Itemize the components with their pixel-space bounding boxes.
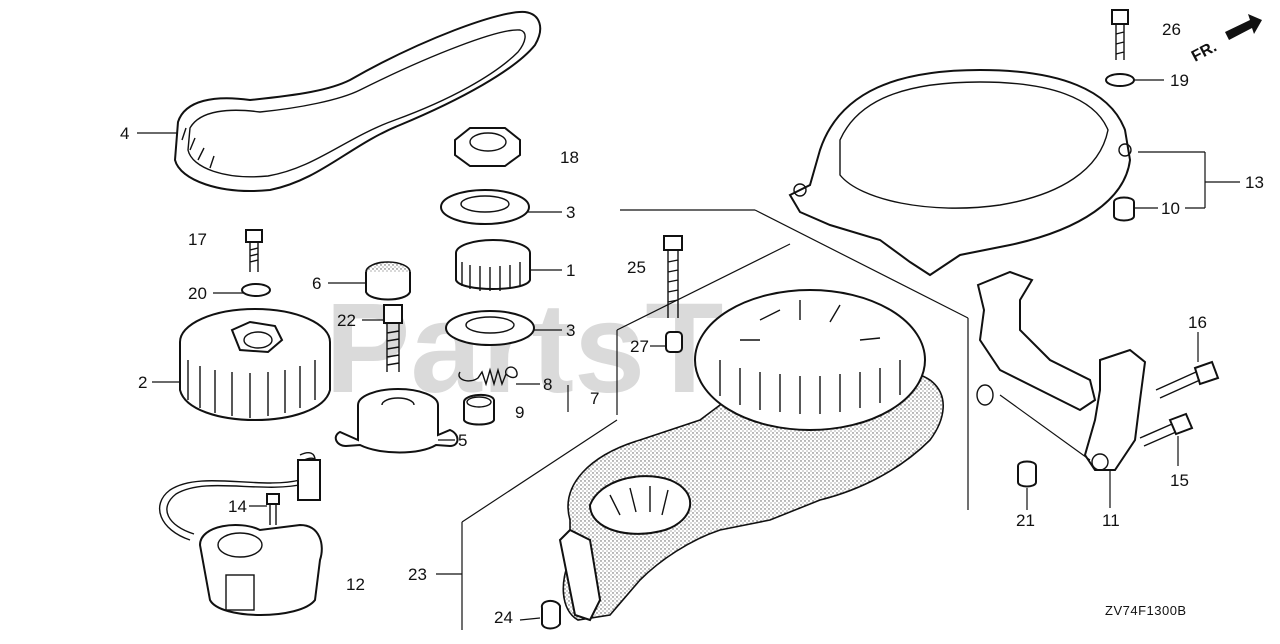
- bolt-part-17[interactable]: [245, 229, 263, 272]
- callout-6[interactable]: 6: [312, 274, 321, 293]
- callout-25[interactable]: 25: [627, 258, 646, 277]
- callouts: 1 2 3 3 4 5 6 7 8 9 10 11 12 13 14 15 16…: [120, 20, 1264, 627]
- collar-part[interactable]: [455, 239, 531, 291]
- callout-26[interactable]: 26: [1162, 20, 1181, 39]
- belt-part[interactable]: [173, 10, 542, 192]
- washer-part-lower[interactable]: [445, 310, 535, 346]
- callout-10[interactable]: 10: [1161, 199, 1180, 218]
- bolt-part-22[interactable]: [383, 304, 403, 372]
- callout-23[interactable]: 23: [408, 565, 427, 584]
- callout-9[interactable]: 9: [515, 403, 524, 422]
- callout-21[interactable]: 21: [1016, 511, 1035, 530]
- collar-part-10[interactable]: [1113, 196, 1135, 222]
- callout-5[interactable]: 5: [458, 431, 467, 450]
- callout-8[interactable]: 8: [543, 375, 552, 394]
- callout-12[interactable]: 12: [346, 575, 365, 594]
- diagram-code: ZV74F1300B: [1105, 603, 1187, 618]
- callout-16[interactable]: 16: [1188, 313, 1207, 332]
- callout-2[interactable]: 2: [138, 373, 147, 392]
- bolt-part-15[interactable]: [1139, 412, 1194, 447]
- collar-part-21[interactable]: [1017, 460, 1037, 488]
- spring-part[interactable]: [458, 366, 518, 387]
- bolt-part-14[interactable]: [266, 493, 280, 525]
- callout-15[interactable]: 15: [1170, 471, 1189, 490]
- front-direction-arrow: FR.: [1189, 14, 1262, 66]
- callout-19[interactable]: 19: [1170, 71, 1189, 90]
- collar-part-9[interactable]: [463, 394, 495, 426]
- flywheel-part[interactable]: [179, 308, 331, 421]
- callout-11[interactable]: 11: [1102, 511, 1120, 530]
- callout-3-upper[interactable]: 3: [566, 203, 575, 222]
- callout-22[interactable]: 22: [337, 311, 356, 330]
- callout-7[interactable]: 7: [590, 389, 599, 408]
- callout-13[interactable]: 13: [1245, 173, 1264, 192]
- callout-1[interactable]: 1: [566, 261, 575, 280]
- callout-20[interactable]: 20: [188, 284, 207, 303]
- bolt-part-25[interactable]: [663, 235, 683, 318]
- washer-part-19[interactable]: [1105, 73, 1135, 87]
- callout-14[interactable]: 14: [228, 497, 247, 516]
- front-label: FR.: [1189, 38, 1220, 65]
- bracket-part[interactable]: [976, 270, 1147, 471]
- callout-27[interactable]: 27: [630, 337, 649, 356]
- bolt-part-16[interactable]: [1155, 360, 1220, 399]
- callout-3-lower[interactable]: 3: [566, 321, 575, 340]
- plug-part-24[interactable]: [540, 600, 561, 630]
- cap-part[interactable]: [365, 261, 411, 301]
- pulley-part[interactable]: [334, 388, 459, 454]
- washer-part-20[interactable]: [241, 283, 271, 297]
- leader-lines: [137, 79, 1240, 630]
- bolt-part-26[interactable]: [1111, 9, 1129, 60]
- ignition-coil-part[interactable]: [159, 452, 323, 616]
- callout-18[interactable]: 18: [560, 148, 579, 167]
- collar-part-27[interactable]: [665, 331, 683, 353]
- starter-housing-part[interactable]: [558, 289, 944, 622]
- callout-17[interactable]: 17: [188, 230, 207, 249]
- fan-cover-part[interactable]: [788, 68, 1132, 277]
- nut-part[interactable]: [454, 127, 521, 167]
- washer-part-upper[interactable]: [440, 189, 530, 225]
- callout-4[interactable]: 4: [120, 124, 129, 143]
- callout-24[interactable]: 24: [494, 608, 513, 627]
